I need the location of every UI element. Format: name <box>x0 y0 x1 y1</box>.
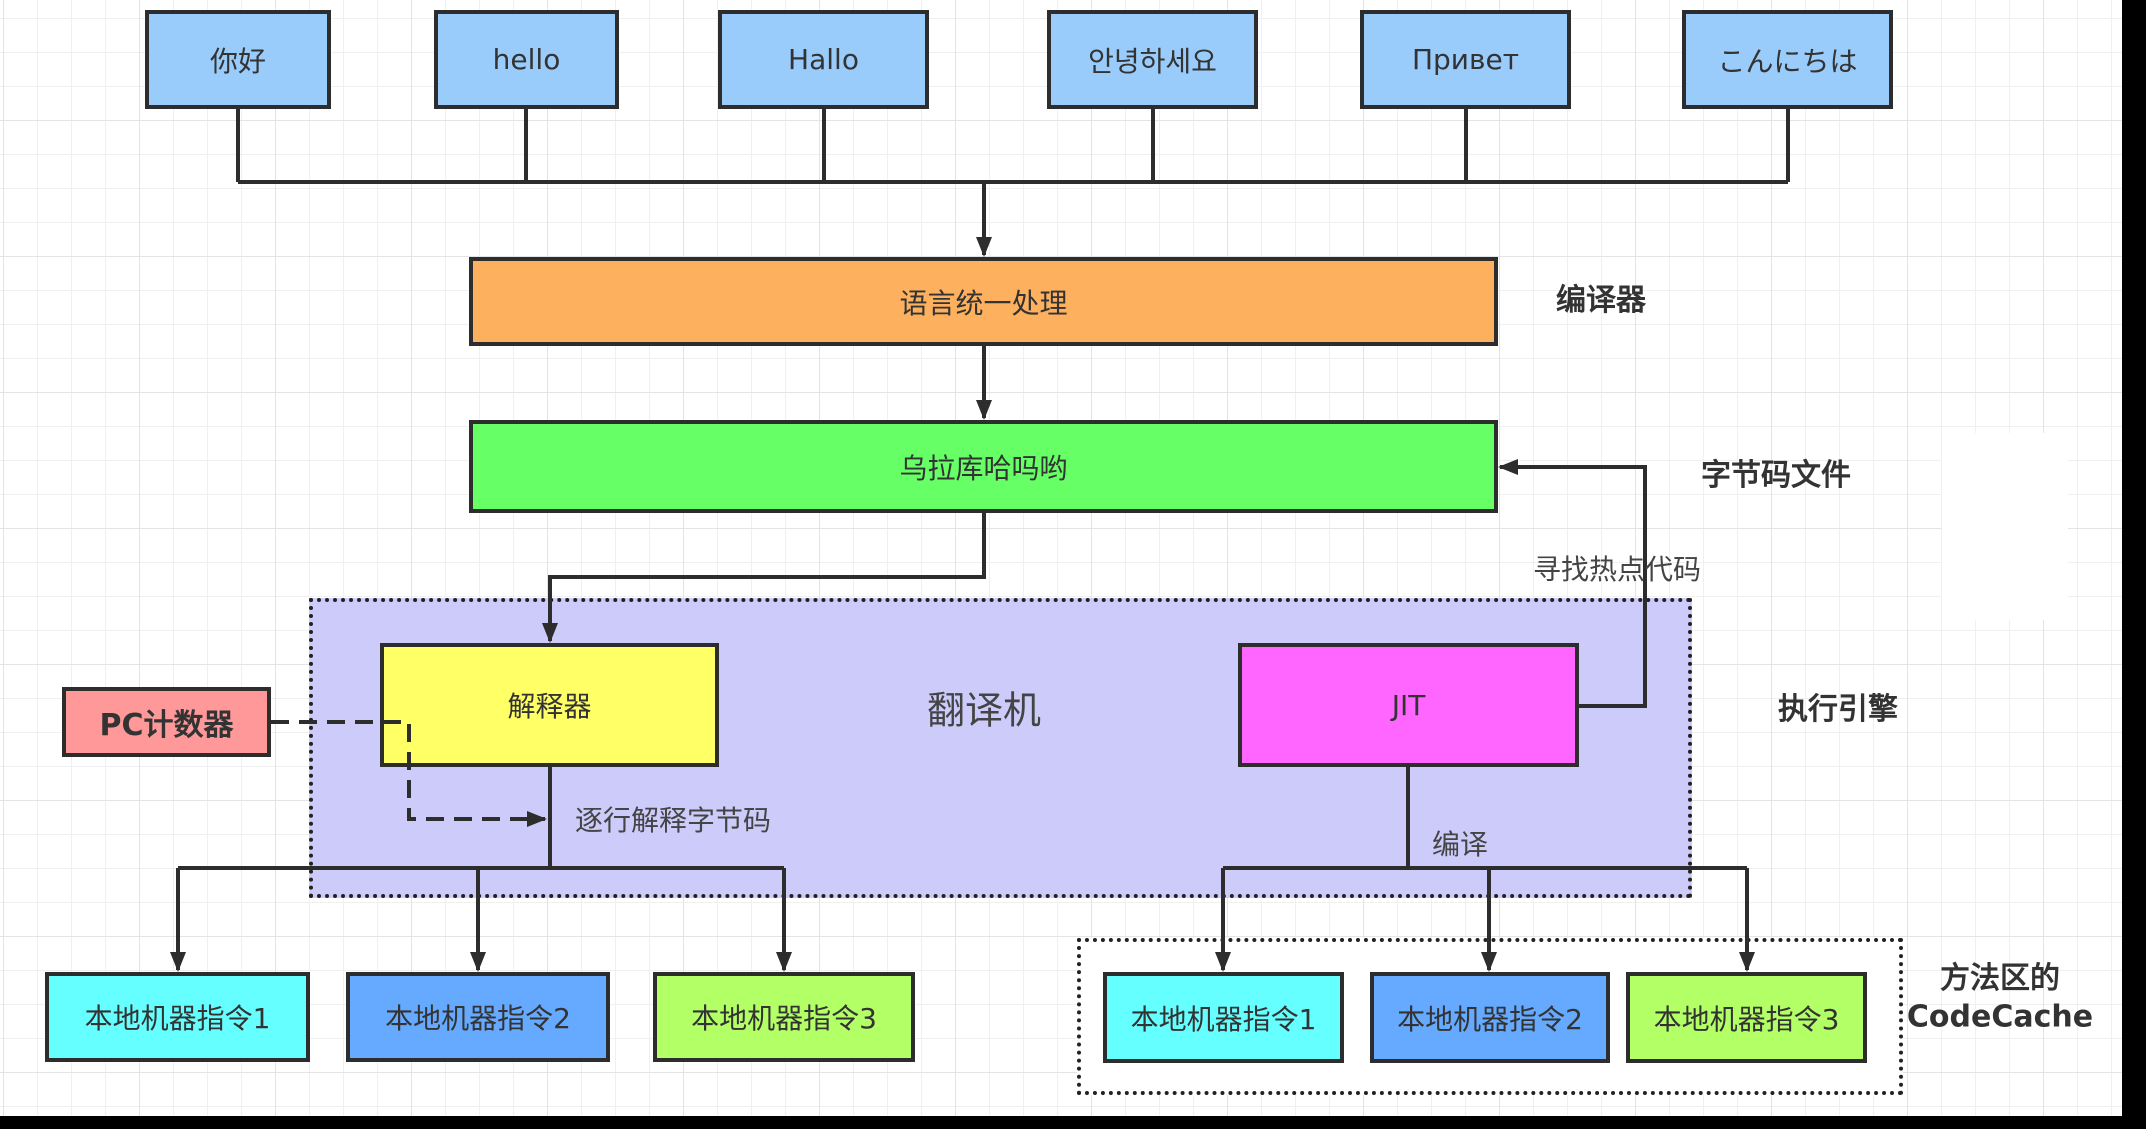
greeting-box-japanese[interactable]: こんにちは <box>1682 10 1893 109</box>
greeting-box-korean[interactable]: 안녕하세요 <box>1047 10 1258 109</box>
native-instruction-label: 本地机器指令3 <box>1653 1002 1840 1036</box>
pc-counter-box[interactable]: PC计数器 <box>62 687 271 757</box>
native-instruction-label: 本地机器指令3 <box>691 1002 877 1035</box>
language-unify-label: 语言统一处理 <box>899 286 1068 320</box>
edge-label-hot-code: 寻找热点代码 <box>1532 553 1702 586</box>
greeting-label: Привет <box>1411 43 1520 76</box>
edge-label-interpret: 逐行解释字节码 <box>574 804 772 837</box>
interpreter-box[interactable]: 解释器 <box>380 643 719 767</box>
native-instruction-label: 本地机器指令2 <box>1397 1002 1583 1036</box>
cached-native-instruction-box-2[interactable]: 本地机器指令2 <box>1370 972 1610 1063</box>
greeting-box-russian[interactable]: Привет <box>1360 10 1571 109</box>
cached-native-instruction-box-1[interactable]: 本地机器指令1 <box>1103 972 1344 1063</box>
side-label-bytecode-file: 字节码文件 <box>1701 458 1851 493</box>
greeting-label: こんにちは <box>1717 44 1858 78</box>
jit-label: JIT <box>1391 688 1426 722</box>
side-label-compiler: 编译器 <box>1556 283 1646 318</box>
native-instruction-box-1[interactable]: 本地机器指令1 <box>45 972 310 1062</box>
interpreter-label: 解释器 <box>507 690 592 723</box>
diagram-canvas <box>0 0 2122 1116</box>
screen-edge-bottom <box>0 1116 2146 1129</box>
bytecode-label: 乌拉库哈吗哟 <box>899 451 1068 485</box>
pc-counter-label: PC计数器 <box>99 708 234 743</box>
screen-edge-right <box>2122 0 2146 1129</box>
jit-box[interactable]: JIT <box>1238 643 1579 767</box>
greeting-label: 你好 <box>209 44 266 78</box>
side-label-codecache-line1: 方法区的 <box>1940 961 2060 996</box>
bytecode-box[interactable]: 乌拉库哈吗哟 <box>469 420 1498 513</box>
greeting-box-chinese[interactable]: 你好 <box>145 10 331 109</box>
language-unify-box[interactable]: 语言统一处理 <box>469 257 1498 346</box>
greeting-label: hello <box>492 43 561 76</box>
greeting-label: 안녕하세요 <box>1088 44 1217 78</box>
greeting-box-english[interactable]: hello <box>434 10 619 109</box>
translator-label: 翻译机 <box>926 688 1042 733</box>
cached-native-instruction-box-3[interactable]: 本地机器指令3 <box>1626 972 1867 1063</box>
native-instruction-label: 本地机器指令1 <box>1130 1002 1317 1036</box>
greeting-box-german[interactable]: Hallo <box>718 10 929 109</box>
native-instruction-box-2[interactable]: 本地机器指令2 <box>346 972 610 1062</box>
side-label-execution-engine: 执行引擎 <box>1778 692 1898 727</box>
side-label-codecache-line2: CodeCache <box>1906 999 2094 1035</box>
native-instruction-label: 本地机器指令1 <box>84 1002 271 1035</box>
native-instruction-box-3[interactable]: 本地机器指令3 <box>653 972 915 1062</box>
edge-label-compile: 编译 <box>1431 828 1489 861</box>
native-instruction-label: 本地机器指令2 <box>385 1002 571 1035</box>
greeting-label: Hallo <box>788 43 859 76</box>
blank-patch <box>1942 433 2068 620</box>
